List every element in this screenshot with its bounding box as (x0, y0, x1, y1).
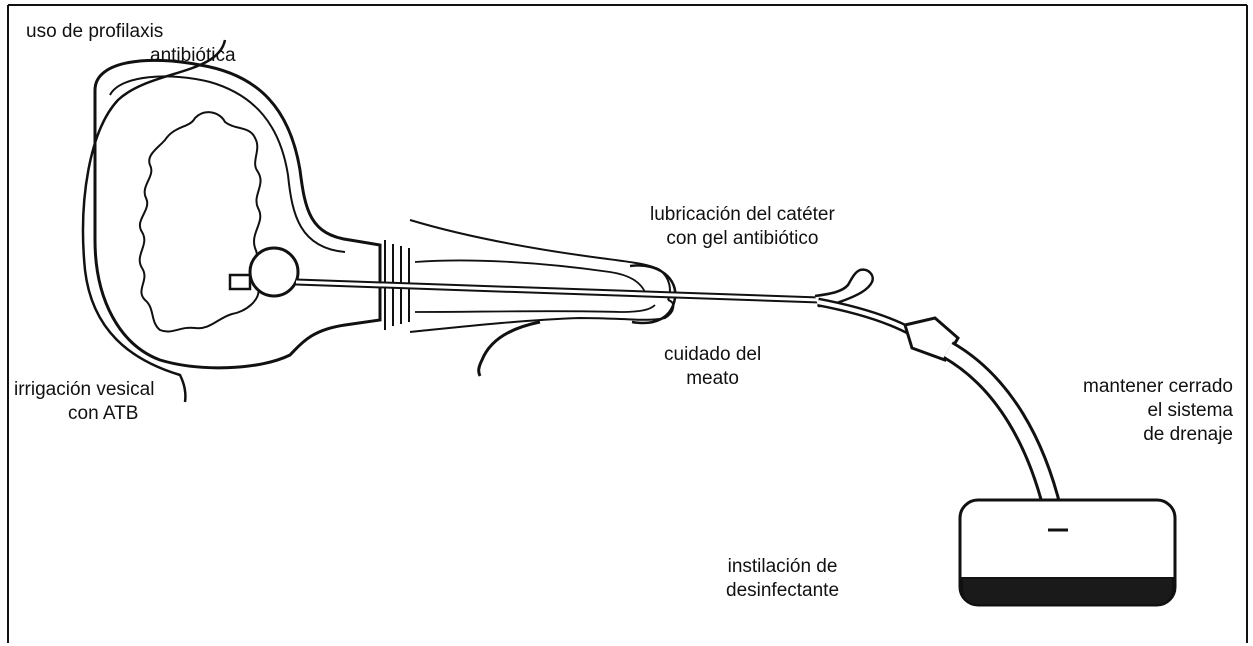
label-line: antibiótica (26, 44, 236, 68)
label-line: con ATB (14, 402, 154, 426)
label-meatus-care: cuidado del meato (664, 343, 761, 391)
catheter-tip (230, 275, 250, 289)
label-antibiotic-prophylaxis: uso de profilaxis antibiótica (26, 20, 236, 68)
catheter-shaft-core (296, 282, 820, 300)
collection-bag (960, 500, 1175, 605)
bladder-outer-wall (95, 60, 380, 367)
label-line: el sistema (1083, 399, 1233, 423)
label-line: desinfectante (726, 579, 839, 603)
label-line: cuidado del (664, 343, 761, 367)
label-bladder-irrigation: irrigación vesical con ATB (14, 378, 154, 426)
scrotum-curve (479, 322, 540, 376)
bladder-wall-inner-line (110, 76, 345, 252)
label-catheter-lubrication: lubricación del catéter con gel antibiót… (650, 203, 835, 251)
label-line: mantener cerrado (1083, 375, 1233, 399)
label-line: de drenaje (1083, 423, 1233, 447)
bladder-outline-strand (83, 40, 225, 402)
label-line: lubricación del catéter (650, 203, 835, 227)
label-line: meato (664, 367, 761, 391)
catheter-balloon (250, 248, 298, 296)
label-closed-drainage: mantener cerrado el sistema de drenaje (1083, 375, 1233, 447)
label-line: uso de profilaxis (26, 20, 236, 44)
label-line: instilación de (726, 555, 839, 579)
urethra-outline-bottom (410, 300, 673, 332)
label-line: irrigación vesical (14, 378, 154, 402)
bladder-mucosa (140, 112, 261, 331)
penile-line-lower (415, 305, 655, 312)
label-disinfectant-instillation: instilación de desinfectante (726, 555, 839, 603)
label-line: con gel antibiótico (650, 227, 835, 251)
